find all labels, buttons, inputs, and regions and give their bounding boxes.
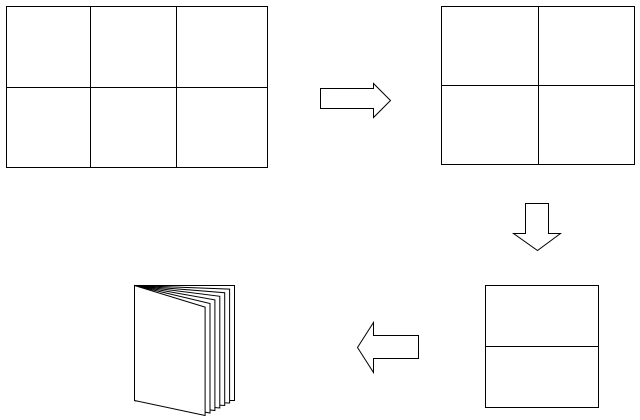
arrow-down-icon	[511, 203, 563, 252]
sheet-4-panels	[441, 6, 635, 165]
arrow-right-icon	[320, 82, 392, 119]
booklet-page	[134, 284, 206, 417]
booklet	[134, 284, 235, 417]
sheet-2-panels	[485, 285, 599, 408]
arrow-left-icon	[356, 320, 419, 375]
sheet-6-panels	[6, 6, 268, 168]
